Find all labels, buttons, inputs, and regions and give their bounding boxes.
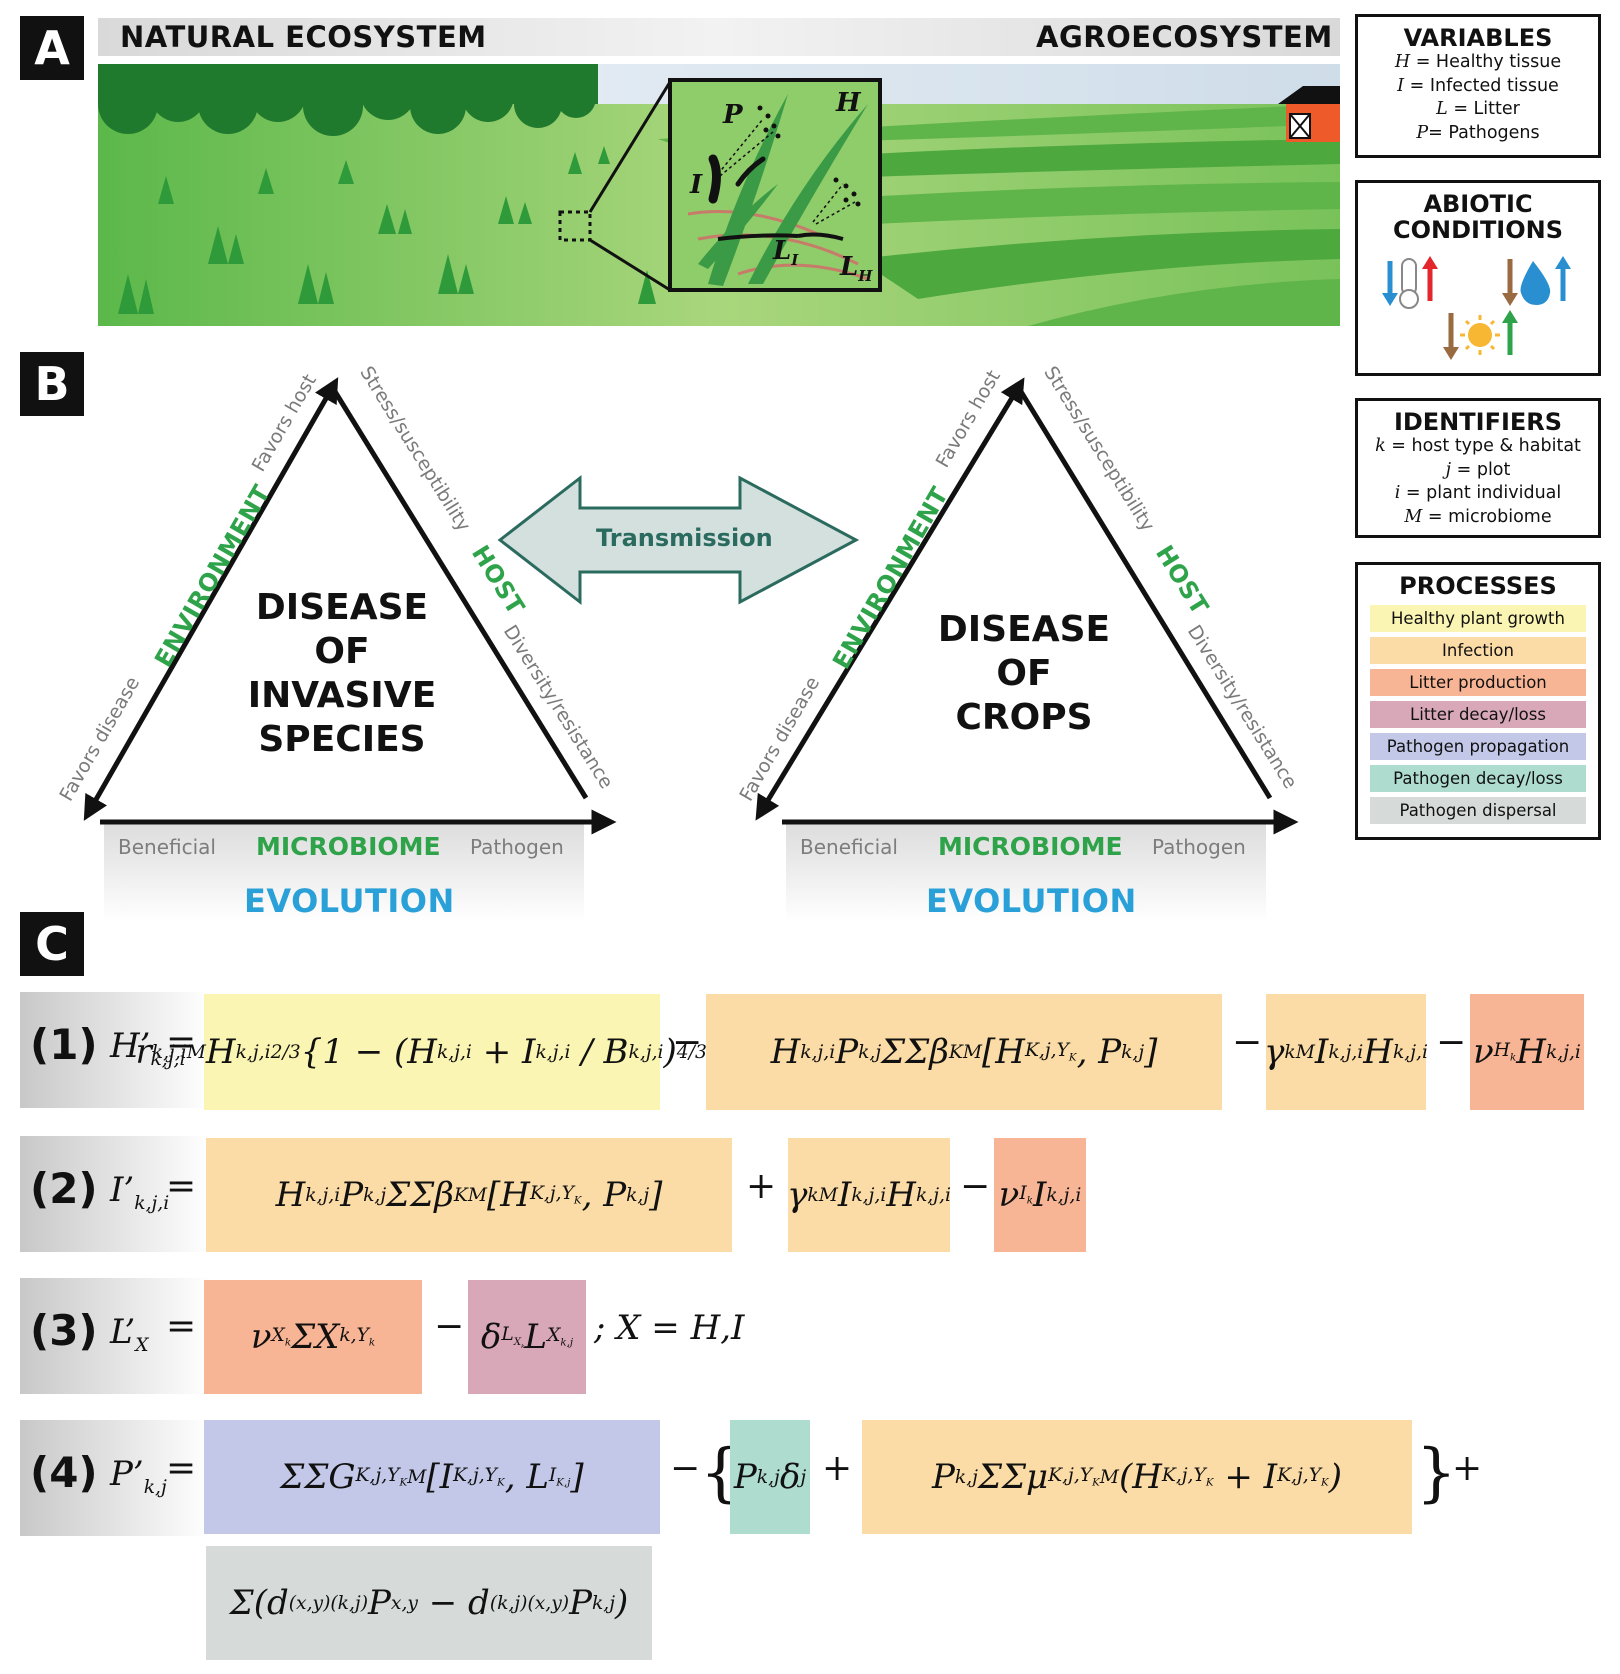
process-pathogen-decay: Pathogen decay/loss [1370,765,1586,792]
inset-label-i: I [690,170,702,200]
process-infection: Infection [1370,637,1586,664]
variables-title: VARIABLES [1358,25,1598,51]
process-healthy-growth: Healthy plant growth [1370,605,1586,632]
panel-label-a: A [20,16,84,80]
equals-sign: = [166,1306,196,1347]
equation-2-number: (2) [30,1164,98,1213]
abiotic-icons [1358,251,1598,371]
identifiers-title: IDENTIFIERS [1358,409,1598,435]
equation-3-lhs: L’X [110,1312,149,1356]
abiotic-conditions-legend: ABIOTIC CONDITIONS [1355,180,1601,376]
equation-3-suffix: ; X = H,I [594,1308,744,1348]
equation-2-lhs: I’k,j,i [110,1170,169,1214]
beneficial-label: Beneficial [800,835,898,859]
triangle-title-crops: DISEASE OF CROPS [914,608,1134,740]
evolution-label: EVOLUTION [926,882,1137,920]
variables-legend: VARIABLES H = Healthy tissue I = Infecte… [1355,14,1601,158]
plus-sign: + [1452,1448,1482,1489]
pathogen-label: Pathogen [470,835,564,859]
equation-4-number: (4) [30,1448,98,1497]
sun-icon [1443,310,1518,360]
abiotic-title: ABIOTIC CONDITIONS [1358,191,1598,243]
panel-label-c: C [20,912,84,976]
minus-sign: − [670,1448,700,1489]
variable-item: L = Litter [1358,98,1598,122]
equation-3-number: (3) [30,1306,98,1355]
inset-label-p: P [723,100,743,130]
equation-1-number: (1) [30,1020,98,1069]
minus-sign: − [960,1166,990,1207]
equals-sign: = [166,1166,196,1207]
processes-title: PROCESSES [1358,573,1598,599]
inset-label-lh: LH [840,252,872,285]
equals-sign: = [166,1448,196,1489]
process-pathogen-propagation: Pathogen propagation [1370,733,1586,760]
inset-label-li: LI [773,236,798,269]
pathogen-label: Pathogen [1152,835,1246,859]
thermometer-icon [1382,256,1438,308]
microbiome-label: MICROBIOME [256,832,441,861]
inset-label-h: H [836,88,861,118]
identifier-item: i = plant individual [1358,482,1598,506]
plus-sign: + [746,1166,776,1207]
evolution-label: EVOLUTION [244,882,455,920]
process-litter-decay: Litter decay/loss [1370,701,1586,728]
minus-sign: − [672,1022,702,1063]
processes-legend: PROCESSES Healthy plant growth Infection… [1355,562,1601,840]
identifier-item: k = host type & habitat [1358,435,1598,459]
water-drop-icon [1502,256,1571,306]
plus-sign: + [822,1448,852,1489]
minus-sign: − [434,1306,464,1347]
variable-item: I = Infected tissue [1358,75,1598,99]
identifier-item: j = plot [1358,459,1598,483]
identifiers-legend: IDENTIFIERS k = host type & habitat j = … [1355,398,1601,538]
identifier-item: M = microbiome [1358,506,1598,530]
triangle-title-invasive: DISEASE OF INVASIVE SPECIES [232,586,452,762]
microbiome-label: MICROBIOME [938,832,1123,861]
transmission-label: Transmission [596,524,768,552]
process-litter-production: Litter production [1370,669,1586,696]
agroecosystem-title: AGROECOSYSTEM [1036,20,1333,54]
minus-sign: − [1232,1022,1262,1063]
landscape-svg [98,64,1340,326]
variable-item: P= Pathogens [1358,122,1598,146]
landscape-illustration: P H I LI LH [98,64,1340,326]
equation-4-lhs: P’k,j [110,1454,167,1498]
beneficial-label: Beneficial [118,835,216,859]
natural-ecosystem-title: NATURAL ECOSYSTEM [120,20,487,54]
process-pathogen-dispersal: Pathogen dispersal [1370,797,1586,824]
minus-sign: − [1436,1022,1466,1063]
variable-item: H = Healthy tissue [1358,51,1598,75]
close-brace: } [1416,1436,1457,1510]
